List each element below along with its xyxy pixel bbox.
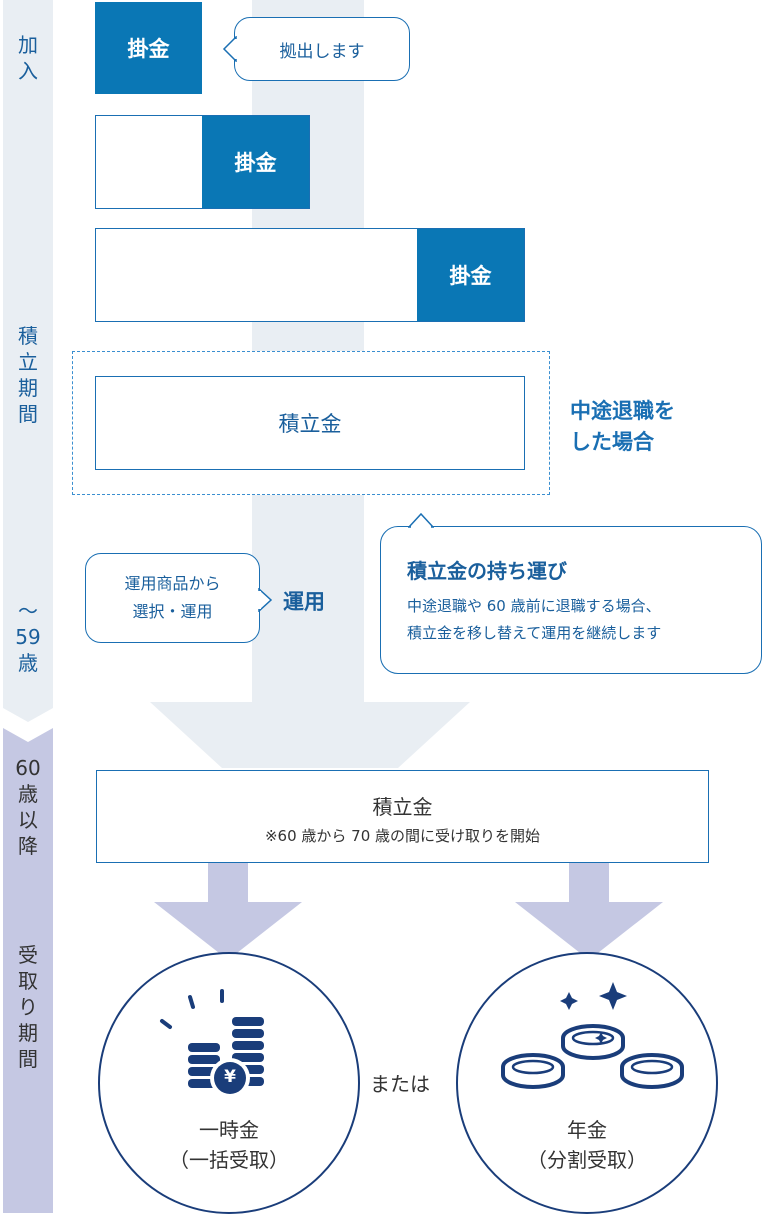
select-products-bubble: 運用商品から 選択・運用 <box>85 553 260 643</box>
receipt-period-label: 受 取 り 期 間 <box>18 943 38 1071</box>
join-label: 加 入 <box>18 33 38 83</box>
yen-symbol: ¥ <box>224 1067 236 1087</box>
portability-description: 中途退職や 60 歳前に退職する場合、 積立金を移し替えて運用を継続します <box>407 597 662 642</box>
contribution-block-2: 掛金 <box>202 116 309 208</box>
portability-title: 積立金の持ち運び <box>407 559 567 583</box>
payout-funds-box: 積立金 ※60 歳から 70 歳の間に受け取りを開始 <box>96 770 709 863</box>
accumulated-funds-box: 積立金 <box>95 376 525 470</box>
contribution-block-3: 掛金 <box>417 229 524 321</box>
until-59-label: 〜 59 歳 <box>15 599 41 675</box>
contribute-bubble: 拠出します <box>234 17 410 81</box>
bubble-pointer-up <box>408 512 434 528</box>
timeline-bar <box>3 0 53 1213</box>
or-label: または <box>370 1072 430 1096</box>
accumulation-period-label: 積 立 期 間 <box>18 324 38 426</box>
operation-label: 運用 <box>283 590 325 614</box>
midway-retire-label: 中途退職を した場合 <box>570 399 675 454</box>
coins-yen-icon <box>160 989 264 1098</box>
portability-bubble: 積立金の持ち運び 中途退職や 60 歳前に退職する場合、 積立金を移し替えて運用… <box>380 526 762 674</box>
lump-sum-label: 一時金 （一括受取） <box>169 1118 289 1172</box>
contribution-block-1: 掛金 <box>95 2 202 94</box>
bubble-pointer-left <box>222 36 238 62</box>
payout-title: 積立金 <box>372 795 433 819</box>
after-60-label: 60 歳 以 降 <box>15 756 41 858</box>
coins-sparkle-icon <box>501 982 684 1089</box>
annuity-label: 年金 （分割受取） <box>527 1118 647 1172</box>
bubble-pointer-right <box>258 588 273 612</box>
payout-note: ※60 歳から 70 歳の間に受け取りを開始 <box>264 827 541 845</box>
